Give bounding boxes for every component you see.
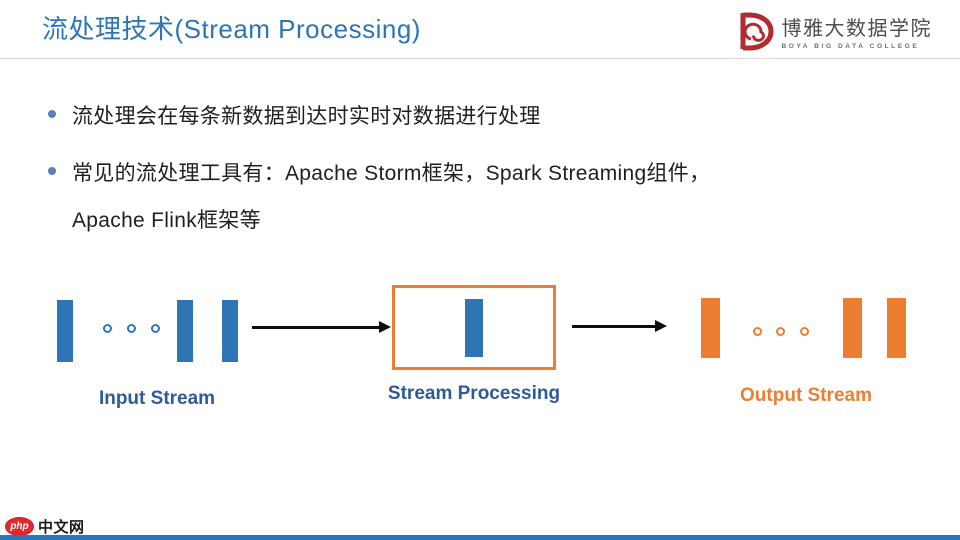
footer-accent-bar: [0, 535, 960, 540]
stream-dot-icon: [800, 327, 809, 336]
output-stream-label: Output Stream: [740, 385, 872, 406]
php-watermark-text: 中文网: [38, 519, 85, 536]
bullet-item-1: 流处理会在每条新数据到达时实时对数据进行处理: [72, 105, 541, 128]
boya-logo: 博雅大数据学院 BOYA BIG DATA COLLEGE: [736, 10, 933, 57]
input-stream-bar: [177, 300, 193, 362]
flow-arrow-process-to-output: [572, 320, 667, 332]
boya-d-spiral-icon: [736, 10, 776, 57]
php-watermark: php 中文网: [5, 516, 85, 537]
process-box: [392, 285, 556, 370]
stream-dot-icon: [753, 327, 762, 336]
stream-dot-icon: [151, 324, 160, 333]
stream-dot-icon: [127, 324, 136, 333]
bullet-item-2-line-1: 常见的流处理工具有：Apache Storm框架，Spark Streaming…: [72, 162, 711, 185]
stream-dot-icon: [103, 324, 112, 333]
flow-arrow-input-to-process: [252, 321, 391, 333]
stream-processing-label: Stream Processing: [387, 383, 561, 404]
php-badge-icon: php: [5, 517, 34, 536]
slide-title: 流处理技术(Stream Processing): [42, 14, 421, 44]
output-stream-bar: [701, 298, 720, 358]
bullet-dot-icon: [48, 167, 56, 175]
output-stream-bar: [887, 298, 906, 358]
input-stream-bar: [222, 300, 238, 362]
boya-logo-cn: 博雅大数据学院: [781, 18, 932, 40]
boya-logo-en: BOYA BIG DATA COLLEGE: [781, 43, 920, 50]
input-stream-bar: [57, 300, 73, 362]
stream-dot-icon: [776, 327, 785, 336]
bullet-item-2-line-2: Apache Flink框架等: [72, 209, 261, 232]
bullet-dot-icon: [48, 110, 56, 118]
output-stream-bar: [843, 298, 862, 358]
process-stream-bar: [465, 299, 483, 357]
header-divider: [0, 58, 960, 59]
input-stream-label: Input Stream: [98, 388, 216, 409]
